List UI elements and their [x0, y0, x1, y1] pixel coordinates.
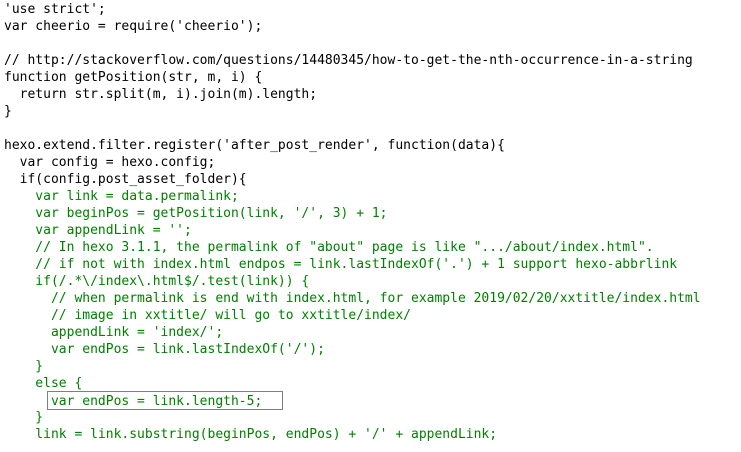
- code-line-22[interactable]: }: [4, 359, 44, 374]
- code-line-4[interactable]: // http://stackoverflow.com/questions/14…: [4, 53, 693, 68]
- code-line-10[interactable]: var config = hexo.config;: [4, 155, 216, 170]
- code-line-2[interactable]: var cheerio = require('cheerio');: [4, 19, 263, 34]
- code-line-9[interactable]: hexo.extend.filter.register('after_post_…: [4, 138, 505, 153]
- code-line-18[interactable]: // when permalink is end with index.html…: [4, 291, 701, 306]
- code-line-12[interactable]: var link = data.permalink;: [4, 189, 239, 204]
- code-line-26[interactable]: link = link.substring(beginPos, endPos) …: [4, 427, 498, 442]
- code-line-23[interactable]: else {: [4, 376, 83, 391]
- code-line-11[interactable]: if(config.post_asset_folder){: [4, 172, 247, 187]
- code-line-5[interactable]: function getPosition(str, m, i) {: [4, 70, 263, 85]
- code-line-15[interactable]: // In hexo 3.1.1, the permalink of "abou…: [4, 240, 654, 255]
- code-line-24[interactable]: var endPos = link.length-5;: [4, 394, 263, 409]
- code-line-21[interactable]: var endPos = link.lastIndexOf('/');: [4, 342, 325, 357]
- code-line-20[interactable]: appendLink = 'index/';: [4, 325, 224, 340]
- code-line-6[interactable]: return str.split(m, i).join(m).length;: [4, 87, 318, 102]
- code-line-17[interactable]: if(/.*\/index\.html$/.test(link)) {: [4, 274, 310, 289]
- highlight-box: [47, 391, 283, 410]
- code-line-25[interactable]: }: [4, 410, 44, 425]
- code-line-16[interactable]: // if not with index.html endpos = link.…: [4, 257, 678, 272]
- code-line-19[interactable]: // image in xxtitle/ will go to xxtitle/…: [4, 308, 411, 323]
- code-line-14[interactable]: var appendLink = '';: [4, 223, 192, 238]
- code-line-7[interactable]: }: [4, 104, 12, 119]
- code-line-13[interactable]: var beginPos = getPosition(link, '/', 3)…: [4, 206, 388, 221]
- code-line-1[interactable]: 'use strict';: [4, 2, 106, 17]
